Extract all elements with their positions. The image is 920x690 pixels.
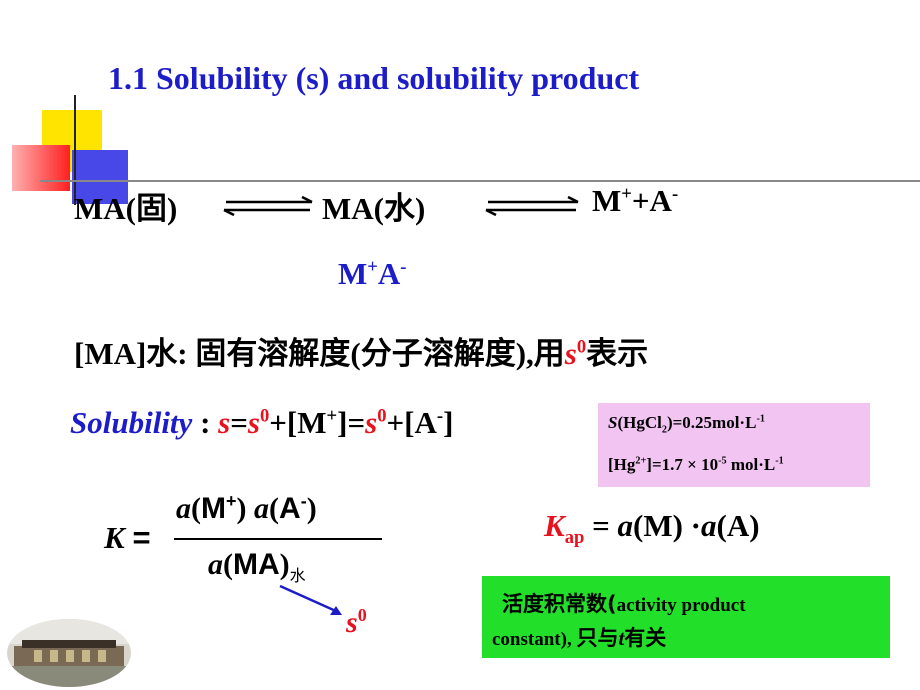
hg-ion-concentration: [Hg2+]=1.7 × 10-5 mol·L-1 <box>608 455 784 474</box>
box-english-term-2: constant), <box>492 629 577 650</box>
k-numerator: a(M+) a(A-) <box>176 491 317 525</box>
activity-product-box: 活度积常数(activity product constant), 只与t有关 <box>482 576 890 658</box>
decor-red-square <box>12 145 70 191</box>
eq-solid: MA(固) <box>74 191 178 227</box>
decor-horizontal-line <box>40 180 920 182</box>
box-only-with: 只与 <box>576 626 619 650</box>
equilibrium-arrow-1 <box>223 196 313 216</box>
fraction-bar <box>174 538 382 540</box>
equilibrium-equation: MA(固) <box>74 183 177 228</box>
hgcl2-data-box: S(HgCl2)=0.25mol·L-1 [Hg2+]=1.7 × 10-5 m… <box>598 403 870 487</box>
decor-vertical-line <box>74 95 76 205</box>
solubility-label: Solubility <box>70 405 193 440</box>
equilibrium-arrow-2 <box>485 196 579 216</box>
solubility-equation: Solubility : s=s0+[M+]=s0+[A-] <box>70 405 454 440</box>
hgcl2-solubility: S(HgCl2)=0.25mol·L-1 <box>608 413 765 436</box>
box-variable-t: t <box>618 626 625 650</box>
eq-aqueous: MA(水) <box>322 191 426 227</box>
s0-target: s0 <box>346 605 367 639</box>
kap-formula: Kap = a(M) ·a(A) <box>544 508 760 549</box>
box-chinese-term: 活度积常数( <box>502 592 617 616</box>
pointer-arrow <box>279 584 342 615</box>
intrinsic-solubility-line: [MA]水: 固有溶解度(分子溶解度),用s0表示 <box>74 336 649 372</box>
box-english-term: activity product <box>616 595 746 616</box>
eq-ions: M++A- <box>592 183 679 218</box>
building-photo <box>7 619 131 687</box>
k-symbol: K = <box>104 520 151 555</box>
page-title: 1.1 Solubility (s) and solubility produc… <box>108 60 640 96</box>
decor-blue-square <box>72 150 128 204</box>
ion-pair: M+A- <box>338 256 407 291</box>
box-related: 有关 <box>624 626 667 650</box>
k-denominator: a(MA)水 <box>208 548 306 585</box>
